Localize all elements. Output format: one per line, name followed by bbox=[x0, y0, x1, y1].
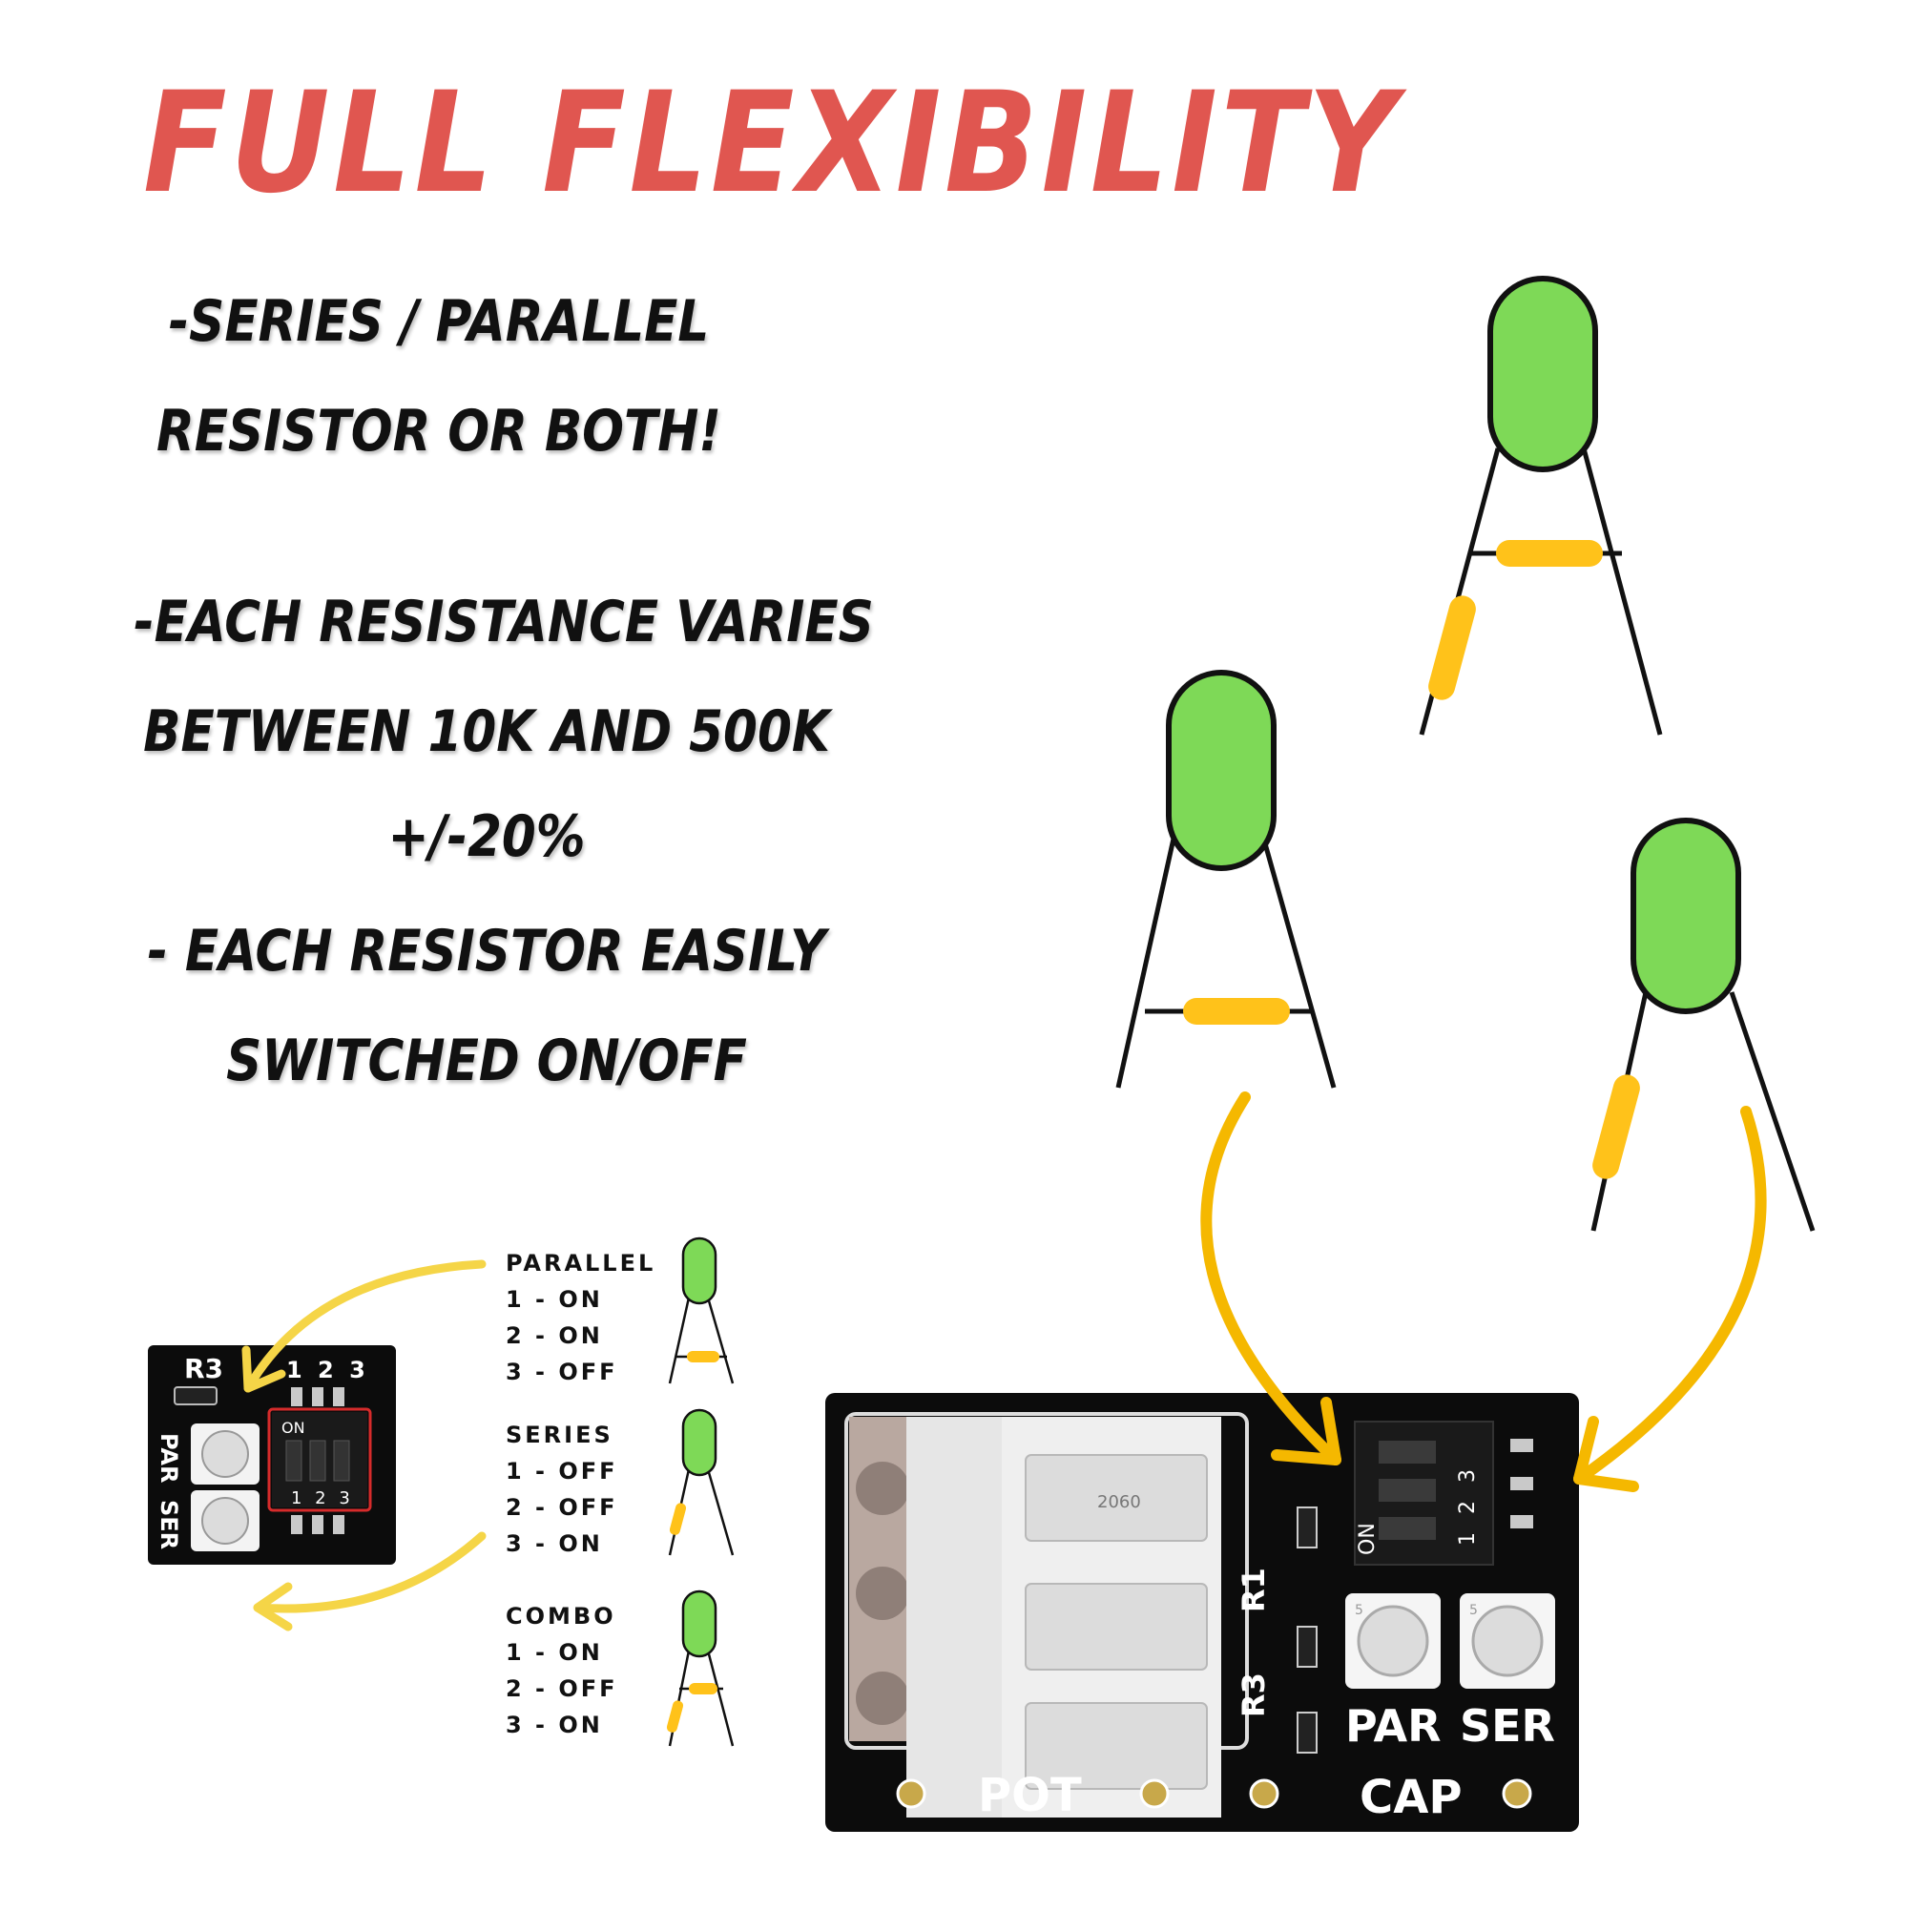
page-title: FULL FLEXIBILITY bbox=[143, 62, 1401, 224]
big-board-pot-label: POT bbox=[978, 1769, 1082, 1822]
mode-parallel-switch-1: 1 - ON bbox=[506, 1286, 603, 1313]
small-board-on-label: ON bbox=[281, 1419, 305, 1437]
mode-series-icon bbox=[668, 1408, 735, 1556]
trimmer-par-mark: 5 bbox=[1355, 1603, 1363, 1618]
mode-parallel-switch-3: 3 - OFF bbox=[506, 1359, 618, 1385]
trimmer-ser-mark: 5 bbox=[1469, 1603, 1478, 1618]
capacitor-illustrations bbox=[1115, 276, 1816, 1232]
big-board-on-label: ON bbox=[1356, 1523, 1380, 1555]
dip-switch-highlight bbox=[267, 1407, 372, 1512]
small-board-par-label: PAR bbox=[156, 1433, 182, 1483]
big-board-dip-numbers: 1 2 3 bbox=[1456, 1464, 1480, 1546]
main-board: 2060 R1 R3 ON 1 2 3 5 5 PAR SER POT CAP bbox=[825, 1393, 1579, 1832]
mode-series-switch-3: 3 - ON bbox=[506, 1530, 603, 1557]
mode-parallel-switch-2: 2 - ON bbox=[506, 1322, 603, 1349]
mode-combo-switch-3: 3 - ON bbox=[506, 1712, 603, 1738]
small-board-details: R3 1 2 3 ON 1 2 3 PAR SER bbox=[156, 1353, 372, 1551]
mode-parallel-icon bbox=[668, 1236, 735, 1384]
mode-combo-name: COMBO bbox=[506, 1603, 616, 1630]
mode-combo-switch-2: 2 - OFF bbox=[506, 1675, 618, 1702]
feature-resistance-range-line-1: -EACH RESISTANCE VARIES bbox=[134, 589, 874, 655]
feature-switch-line-2: SWITCHED ON/OFF bbox=[226, 1028, 747, 1094]
mode-series: SERIES 1 - OFF 2 - OFF 3 - ON bbox=[506, 1417, 677, 1562]
series-capacitor-diagram bbox=[1590, 818, 1816, 1232]
feature-resistance-range-line-3: +/-20% bbox=[387, 803, 586, 870]
trimmer-arrows bbox=[1200, 1091, 1767, 1492]
small-board-pad-numbers: 1 2 3 bbox=[286, 1357, 369, 1383]
mode-series-switch-2: 2 - OFF bbox=[506, 1494, 618, 1521]
parallel-capacitor-diagram bbox=[1419, 276, 1663, 736]
feature-resistance-range-line-2: BETWEEN 10K AND 500K bbox=[143, 698, 830, 765]
mode-parallel: PARALLEL 1 - ON 2 - ON 3 - OFF bbox=[506, 1245, 677, 1390]
combo-capacitor-diagram bbox=[1115, 670, 1337, 1089]
big-board-ser-label: SER bbox=[1460, 1700, 1555, 1752]
small-board-r3-label: R3 bbox=[184, 1353, 223, 1384]
big-board-r3-label: R3 bbox=[1236, 1672, 1272, 1717]
big-board-cap-label: CAP bbox=[1360, 1771, 1463, 1824]
mode-icons bbox=[666, 1236, 735, 1747]
mode-parallel-name: PARALLEL bbox=[506, 1250, 656, 1277]
feature-series-parallel-line-1: -SERIES / PARALLEL bbox=[168, 288, 710, 355]
mode-combo-switch-1: 1 - ON bbox=[506, 1639, 603, 1666]
mode-series-name: SERIES bbox=[506, 1422, 613, 1448]
feature-list: -SERIES / PARALLEL RESISTOR OR BOTH! -EA… bbox=[76, 267, 897, 1126]
big-board-par-label: PAR bbox=[1345, 1700, 1442, 1752]
feature-switch-line-1: - EACH RESISTOR EASILY bbox=[147, 918, 826, 985]
mode-combo: COMBO 1 - ON 2 - OFF 3 - ON bbox=[506, 1598, 677, 1743]
big-board-r1-label: R1 bbox=[1236, 1568, 1272, 1612]
small-board-dip-numbers: 1 2 3 bbox=[291, 1488, 354, 1508]
connector-code: 2060 bbox=[1097, 1492, 1141, 1512]
mode-series-switch-1: 1 - OFF bbox=[506, 1458, 618, 1485]
small-board-ser-label: SER bbox=[156, 1500, 182, 1549]
small-board-arrows bbox=[241, 1259, 487, 1631]
mode-combo-icon bbox=[666, 1589, 735, 1747]
feature-series-parallel-line-2: RESISTOR OR BOTH! bbox=[156, 398, 721, 465]
